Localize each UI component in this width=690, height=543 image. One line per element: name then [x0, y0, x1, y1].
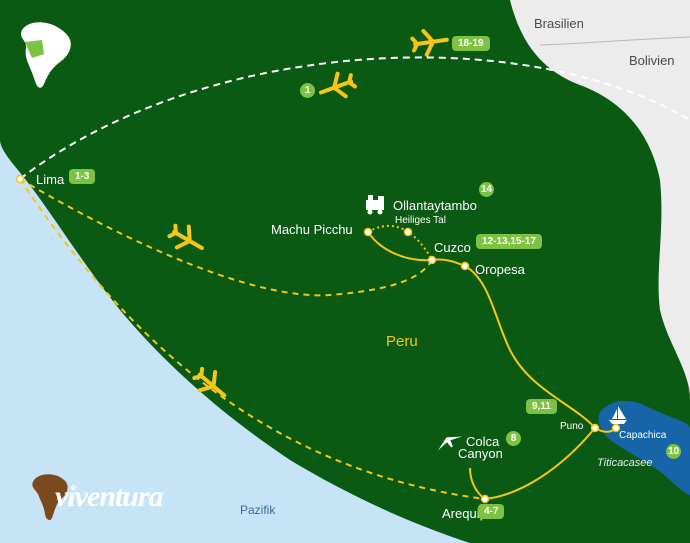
- point-capachica: [611, 423, 621, 433]
- badge-colca: 8: [506, 431, 521, 446]
- badge-capachica: 10: [666, 444, 681, 459]
- route-cuzco-puno: [431, 258, 596, 429]
- water-label-pacific: Pazifik: [240, 503, 276, 517]
- border-brazil-bolivia: [539, 36, 690, 46]
- plane-icon: [410, 28, 449, 57]
- badge-flight-in: 1: [300, 83, 315, 98]
- lake-titicaca: [598, 400, 690, 495]
- south-america-locator-icon: [20, 22, 71, 88]
- badge-flight-out: 18-19: [452, 36, 490, 51]
- international-flight-route: [19, 56, 690, 180]
- badge-ollantaytambo: 14: [479, 182, 494, 197]
- point-lima: [15, 174, 25, 184]
- badge-puno: 9,11: [526, 399, 557, 414]
- point-puno: [590, 423, 600, 433]
- place-label-colca: Colca: [466, 434, 500, 449]
- place-label-machu-picchu: Machu Picchu: [271, 222, 353, 237]
- place-label-ollantaytambo: Ollantaytambo: [393, 198, 477, 213]
- plane-icon: [318, 71, 357, 99]
- point-cuzco: [427, 255, 437, 265]
- viventura-logo-icon: [32, 474, 68, 521]
- place-label-cuzco: Cuzco: [434, 240, 471, 255]
- country-label-peru: Peru: [386, 333, 418, 350]
- flight-route-lima-cuzco: [19, 178, 433, 297]
- plane-icon: [167, 223, 204, 250]
- place-label-heiliges-tal: Heiliges Tal: [395, 215, 446, 226]
- viventura-logo-text: viventura: [55, 480, 164, 513]
- plane-icon: [192, 366, 227, 398]
- condor-icon: [437, 436, 463, 451]
- point-ollantaytambo: [403, 227, 413, 237]
- flight-route-lima-arequipa: [19, 178, 486, 500]
- place-label-canyon: Canyon: [458, 446, 503, 461]
- route-puno-arequipa: [484, 427, 596, 500]
- country-label-brazil: Brasilien: [534, 16, 584, 31]
- place-label-lima: Lima: [36, 172, 65, 187]
- route-machu-picchu-cuzco: [367, 231, 433, 262]
- point-machu-picchu: [363, 227, 373, 237]
- badge-lima: 1-3: [69, 169, 96, 184]
- route-ollantaytambo: [367, 225, 433, 261]
- point-oropesa: [460, 261, 470, 271]
- country-label-bolivia: Bolivien: [629, 53, 675, 68]
- badge-arequipa: 4-7: [478, 504, 505, 519]
- place-label-capachica: Capachica: [619, 430, 667, 441]
- place-label-puno: Puno: [560, 421, 584, 432]
- point-arequipa: [480, 494, 490, 504]
- water-label-lake-titicaca: Titicacasee: [597, 457, 653, 469]
- badge-cuzco: 12-13,15-17: [476, 234, 542, 249]
- place-label-oropesa: Oropesa: [475, 262, 525, 277]
- boat-icon: [609, 406, 627, 424]
- train-icon: [366, 195, 384, 215]
